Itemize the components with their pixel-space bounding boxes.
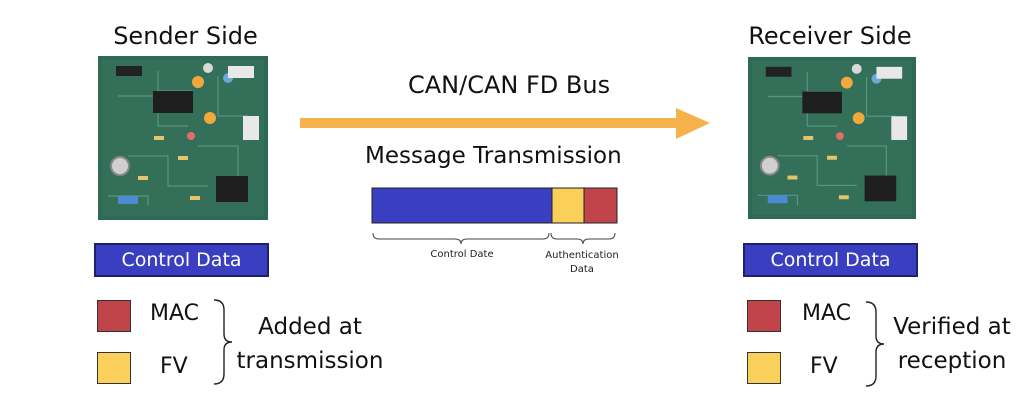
receiver-note-line1: Verified at [893,314,1011,340]
receiver-note-line2: reception [897,348,1007,374]
sender-control-data-box: Control Data [94,243,269,277]
message-segment-control [371,187,553,224]
receiver-control-data-box: Control Data [743,243,918,277]
sender-title: Sender Side [113,22,258,50]
authentication-label-line1: Authentication [545,250,619,261]
receiver-note: Verified at reception [882,310,1022,378]
message-segment-mac [583,187,618,224]
authentication-data-label: Authentication Data [532,249,632,277]
message-title: Message Transmission [365,143,622,169]
sender-fv-label: FV [160,354,188,379]
sender-note-line1: Added at [258,314,362,340]
sender-mac-swatch [97,300,131,332]
circuit-board-icon [748,56,916,220]
message-braces [372,232,616,245]
bus-label: CAN/CAN FD Bus [408,71,611,99]
message-frame [371,187,618,224]
circuit-board-icon [98,56,268,220]
sender-note-line2: transmission [236,348,384,374]
receiver-brace [865,301,885,387]
receiver-title: Receiver Side [748,22,912,50]
control-date-label: Control Date [430,249,494,260]
authentication-label-line2: Data [570,264,594,275]
receiver-fv-label: FV [810,354,838,379]
sender-fv-swatch [97,352,131,384]
sender-brace [213,299,233,385]
receiver-mac-label: MAC [802,301,852,326]
sender-note: Added at transmission [235,310,385,378]
message-segment-fv [551,187,585,224]
sender-mac-label: MAC [150,301,200,326]
receiver-mac-swatch [747,300,781,332]
bus-arrow [300,108,710,139]
receiver-fv-swatch [747,352,781,384]
